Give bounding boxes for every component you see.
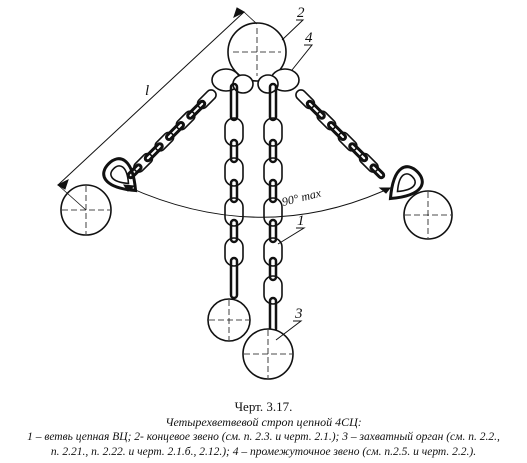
- length-dimension: [56, 7, 258, 211]
- dimension-length-label: l: [145, 83, 149, 99]
- callout-3: 3: [294, 306, 303, 322]
- chain-leg-right-inner: [263, 82, 283, 334]
- legend-line-2: п. 2.21., п. 2.22. и черт. 2.1.б., 2.12.…: [50, 446, 477, 458]
- leader-lines: [275, 19, 314, 341]
- intermediate-links: [211, 68, 300, 94]
- chain-leg-right-outer: [295, 89, 386, 180]
- gripping-member-right-inner: [242, 328, 294, 380]
- legend-line-1: 1 – ветвь цепная ВЦ; 2- концевое звено (…: [27, 431, 500, 443]
- figure-subtitle: Четырехветвевой строп цепной 4СЦ:: [165, 415, 362, 429]
- sling-drawing: 2 4 1 3 l 90° max: [56, 5, 453, 380]
- chain-leg-left-outer: [126, 89, 217, 180]
- chain-leg-left-inner: [224, 82, 244, 300]
- figure-title: Черт. 3.17.: [234, 399, 293, 414]
- callout-2: 2: [297, 5, 305, 21]
- gripping-member-right-outer: [403, 190, 453, 240]
- gripping-member-left-inner: [207, 298, 251, 342]
- callout-1: 1: [297, 213, 305, 229]
- angle-label: 90° max: [280, 186, 323, 209]
- end-link: [227, 22, 287, 82]
- angle-arc: [122, 184, 392, 218]
- callout-4: 4: [305, 30, 313, 46]
- thimble-right: [388, 165, 424, 201]
